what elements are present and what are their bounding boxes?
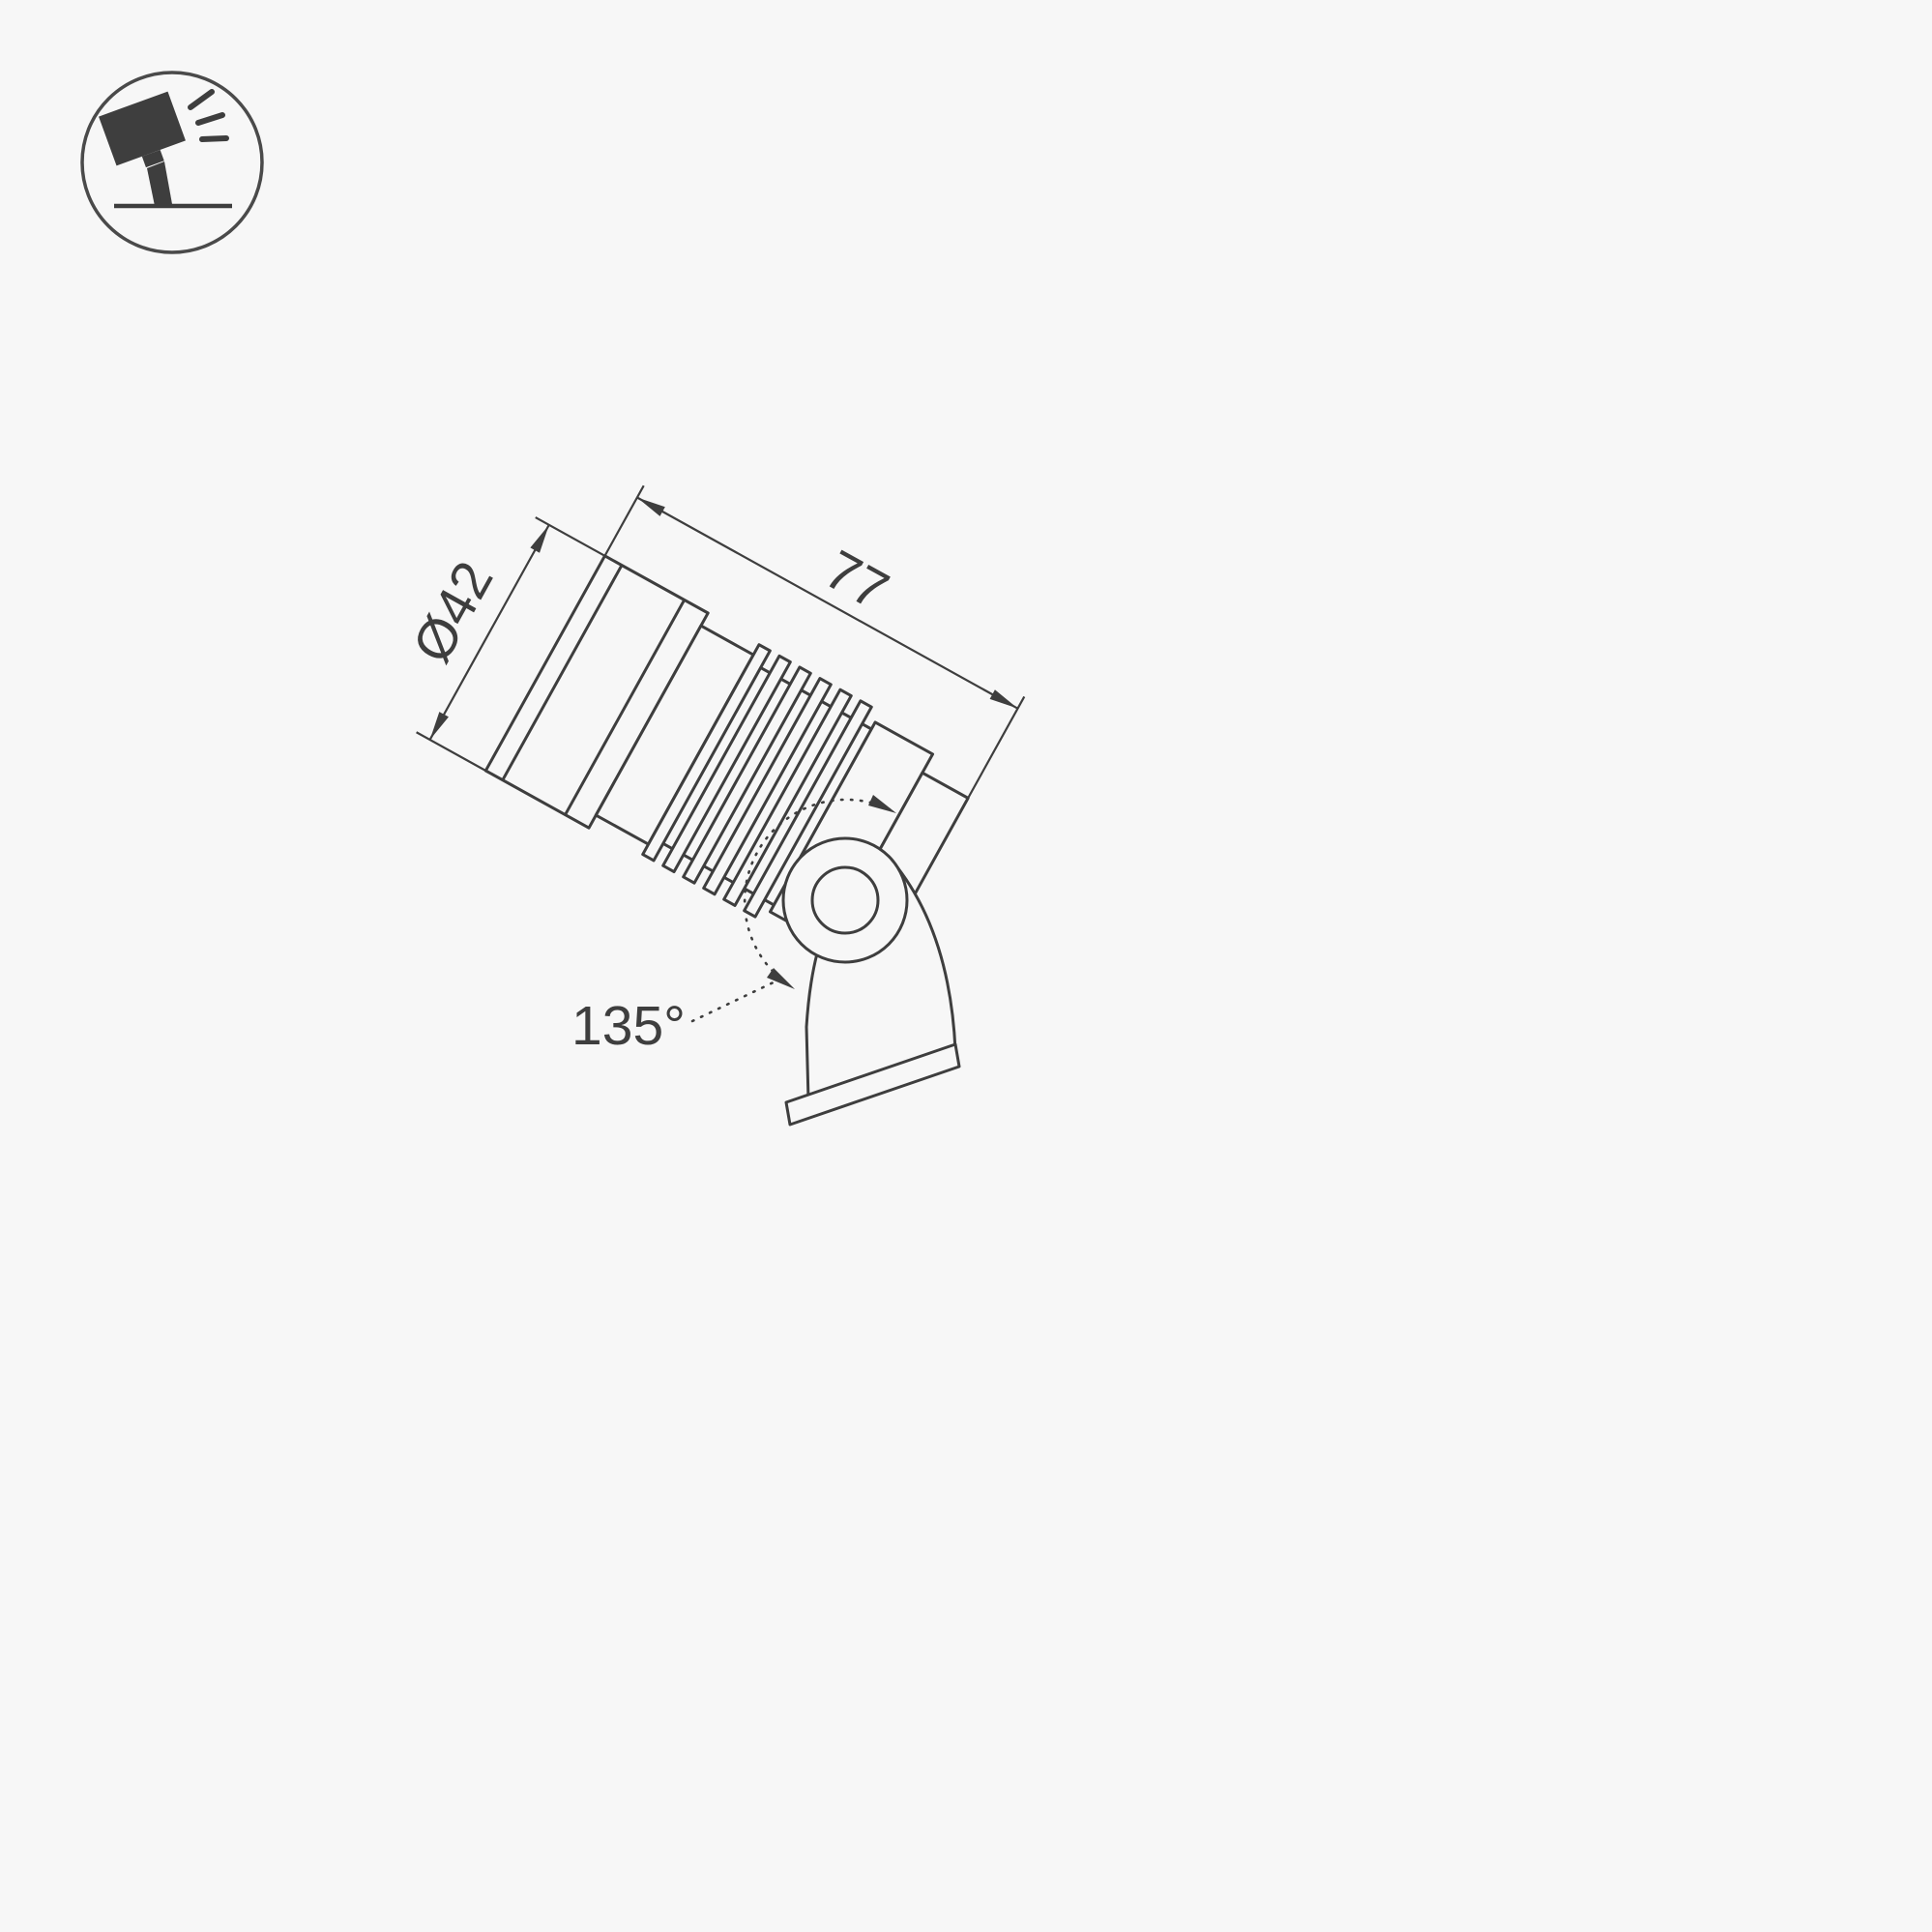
angle-leader-line [690,978,781,1023]
front-lip-line [501,564,624,781]
light-ray [199,135,229,142]
dimension-line [428,524,550,741]
fin [682,665,812,885]
dimension-arrow [989,689,1018,709]
bracket-base-plate [784,1042,961,1127]
cooling-fins [641,643,873,919]
stand-pole-icon [147,161,172,206]
dimension-arrow [530,524,549,553]
spotlight-head-shape [99,91,186,166]
bezel-division-line [564,599,686,816]
pictogram-circle [80,71,264,254]
extension-line [416,731,486,772]
corner-icon [80,71,264,254]
fin [743,699,873,919]
angle-label: 135° [571,995,686,1057]
length-label: 77 [815,539,898,623]
mounting-bracket [781,836,961,1127]
dimension-arrow [429,712,449,741]
extension-line [967,695,1026,799]
extension-line [603,484,645,557]
light-ray [195,112,225,126]
dimension-arrow [636,497,665,516]
fin [641,643,772,863]
extension-line [535,516,606,557]
fin [722,688,853,907]
hinge-bolt-circle [810,865,880,935]
light-rays-icon [188,89,229,142]
diameter-label: Ø42 [400,551,505,672]
rotation-angle-annotation: 135° [571,795,896,1057]
fin [702,677,833,896]
lamp-assembly: Ø42 77 [400,484,1026,952]
spotlight-head-icon [99,91,186,168]
arc-arrow-bottom [767,968,795,989]
arc-arrow-top [868,795,896,813]
fin [661,654,792,874]
light-ray [188,89,215,110]
dimension-line [636,496,1019,710]
spotlight-neck-shape [141,149,164,168]
lamp-body [483,554,970,952]
